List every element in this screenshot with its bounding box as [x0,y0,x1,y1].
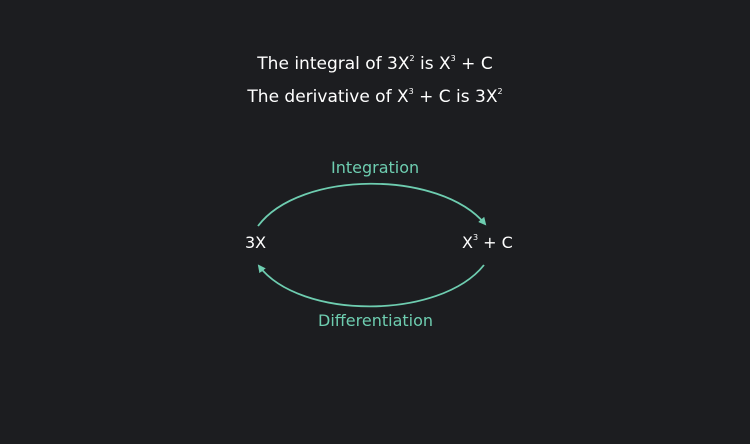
text: + C [478,233,513,252]
text: + C is 3X [413,87,498,107]
exponent: 2 [497,87,503,96]
exponent: 3 [472,233,479,242]
exponent: 3 [408,87,414,96]
differentiation-label: Differentiation [318,311,434,330]
right-node: X3 + C [462,233,513,252]
text: The integral of 3X [257,54,410,74]
differentiation-arrow-icon [257,264,485,308]
text: X [462,233,473,252]
derivative-statement: The derivative of X3 + C is 3X2 [0,87,750,107]
integral-statement: The integral of 3X2 is X3 + C [0,54,750,74]
exponent: 2 [409,54,415,63]
integration-arrow-icon [257,182,487,227]
text: + C [455,54,493,74]
text: The derivative of X [247,87,409,107]
integration-label: Integration [331,158,420,177]
exponent: 3 [450,54,456,63]
text: is X [414,54,451,74]
left-node: 3X [245,233,267,252]
